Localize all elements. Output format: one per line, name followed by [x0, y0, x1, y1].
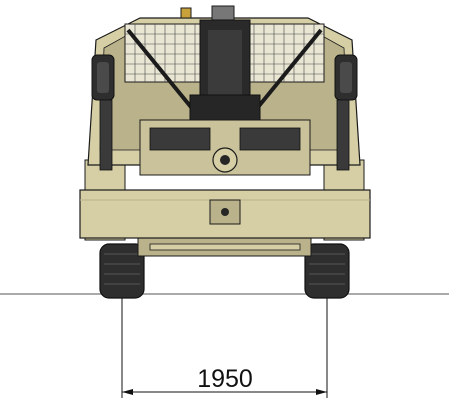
dimension-arrow-left [122, 389, 133, 395]
diagonal-struts [126, 28, 323, 114]
left-spare-wheel [91, 54, 115, 101]
right-tire [304, 243, 350, 299]
left-cylinder [99, 99, 113, 171]
dimension-arrow-right [316, 389, 327, 395]
track-width-dimension-label: 1950 [197, 365, 253, 393]
left-tire [99, 243, 145, 299]
front-bumper [79, 189, 371, 239]
right-spare-wheel [334, 54, 358, 101]
axle [137, 237, 312, 257]
front-machinery [139, 119, 311, 176]
right-cylinder [336, 99, 350, 171]
